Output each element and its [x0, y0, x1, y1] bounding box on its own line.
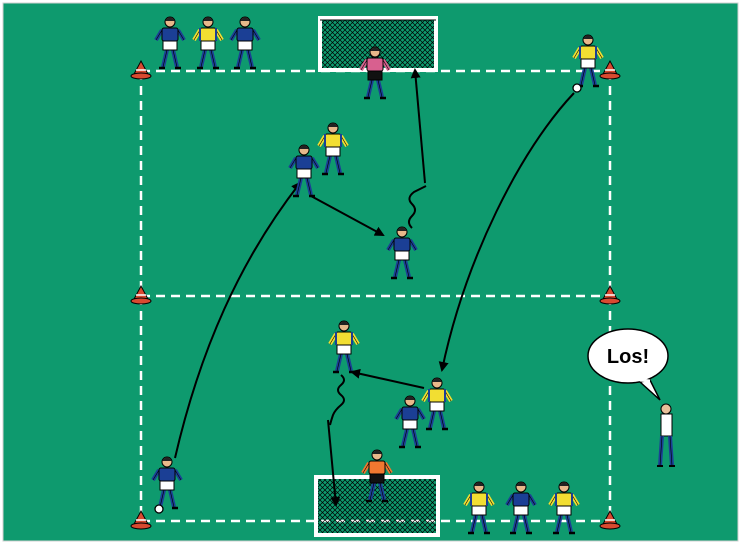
ball-icon: [155, 505, 163, 513]
coach-speech-text: Los!: [607, 346, 649, 368]
ball-icon: [573, 84, 581, 92]
